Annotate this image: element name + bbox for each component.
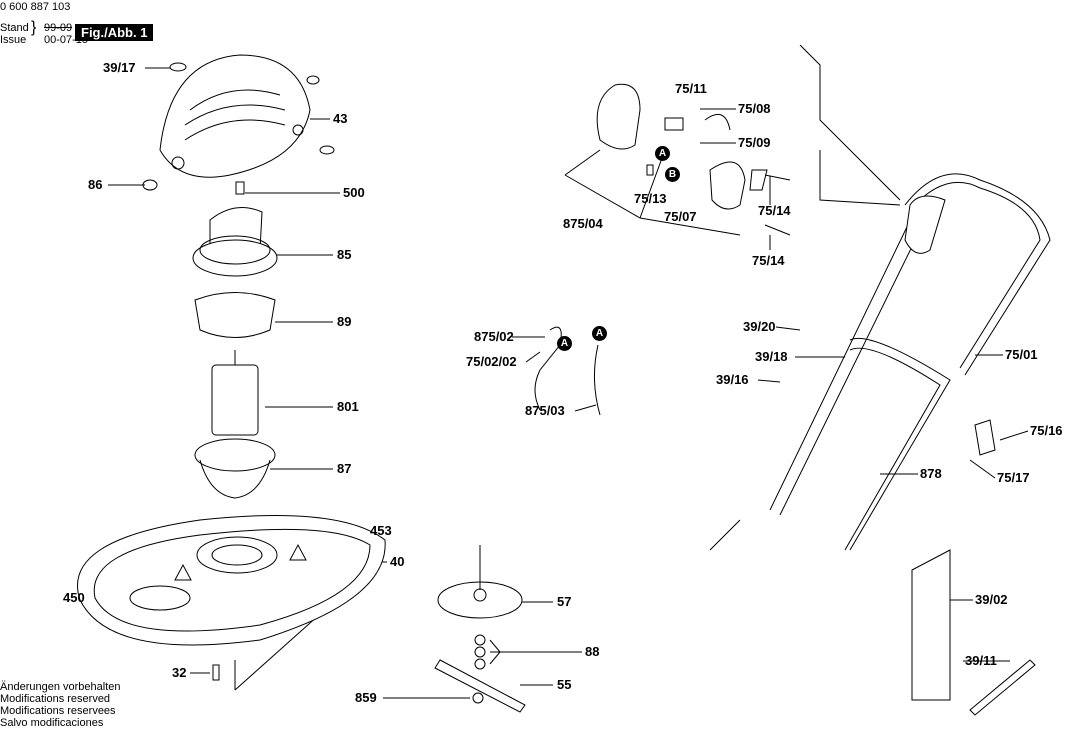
- part-label: 75/08: [738, 101, 771, 116]
- part-label: 39/17: [103, 60, 136, 75]
- part-label: 75/11: [675, 81, 707, 96]
- part-label: 32: [172, 665, 187, 680]
- brace: }: [31, 19, 37, 36]
- part-label: 859: [355, 690, 377, 705]
- part-label: 55: [557, 677, 572, 692]
- old-date: 99-09: [44, 22, 73, 34]
- part-label: 75/14: [758, 203, 791, 218]
- part-label: 39/11: [965, 653, 997, 668]
- part-label: 875/03: [525, 403, 565, 418]
- part-label: 87: [337, 461, 352, 476]
- part-label: 75/13: [634, 191, 667, 206]
- part-label: 75/17: [997, 470, 1030, 485]
- part-label: 75/09: [738, 135, 771, 150]
- note-fr: Modifications reservees: [0, 705, 116, 717]
- figure-badge: Fig./Abb. 1: [75, 24, 154, 41]
- callout-b: B: [665, 167, 680, 182]
- handle-parts: [709, 173, 1051, 551]
- part-label: 75/07: [664, 209, 697, 224]
- callout-a-cable: A: [557, 336, 572, 351]
- fan-blade-parts: [434, 545, 526, 713]
- part-label: 801: [337, 399, 359, 414]
- part-label: 450: [63, 590, 85, 605]
- part-label: 75/16: [1030, 423, 1063, 438]
- note-en: Modifications reserved: [0, 693, 111, 705]
- part-label: 39/18: [755, 349, 788, 364]
- part-label: 43: [333, 111, 348, 126]
- note-es: Salvo modificaciones: [0, 717, 104, 729]
- switch-housing-parts: [596, 83, 791, 236]
- deck-parts: [77, 515, 386, 681]
- motor-cover-part: [142, 54, 335, 191]
- cable-parts: [534, 326, 601, 416]
- part-label: 86: [88, 177, 103, 192]
- part-label: 75/14: [752, 253, 785, 268]
- note-de: Änderungen vorbehalten: [0, 681, 121, 693]
- part-label: 89: [337, 314, 352, 329]
- issue-label: Issue: [0, 34, 27, 46]
- part-label: 57: [557, 594, 572, 609]
- part-label: 39/20: [743, 319, 776, 334]
- part-label: 500: [343, 185, 365, 200]
- part-label: 40: [390, 554, 405, 569]
- part-number: 0 600 887 103: [0, 1, 71, 13]
- part-label: 875/02: [474, 329, 514, 344]
- motor-stack-parts: [192, 181, 278, 499]
- part-label: 85: [337, 247, 352, 262]
- part-label: 878: [920, 466, 942, 481]
- part-label: 875/04: [563, 216, 603, 231]
- part-label: 39/02: [975, 592, 1008, 607]
- part-label: 75/01: [1005, 347, 1038, 362]
- callout-a-wire: A: [592, 326, 607, 341]
- part-label: 39/16: [716, 372, 749, 387]
- part-label: 75/02/02: [466, 354, 517, 369]
- manual-and-tool-parts: [911, 549, 1036, 716]
- part-label: 453: [370, 523, 392, 538]
- part-label: 88: [585, 644, 600, 659]
- callout-a: A: [655, 146, 670, 161]
- stand-label: Stand: [0, 22, 29, 34]
